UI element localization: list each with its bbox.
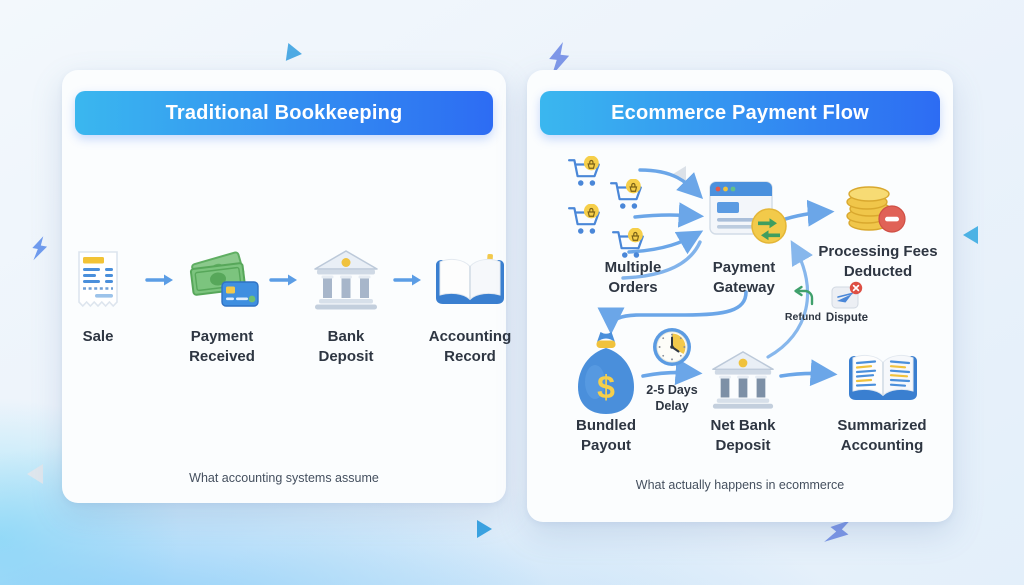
traditional-bookkeeping-card: Traditional Bookkeeping Sale bbox=[62, 70, 511, 503]
traditional-flow: Sale Payment Received bbox=[62, 242, 511, 367]
step-payment-received: Payment Received bbox=[175, 242, 269, 367]
svg-text:$: $ bbox=[597, 369, 615, 405]
open-book-icon bbox=[432, 242, 508, 318]
step-sale: Sale bbox=[51, 242, 145, 347]
traditional-header: Traditional Bookkeeping bbox=[75, 91, 493, 135]
step-label: Payment Received bbox=[189, 328, 255, 365]
dispute-icon bbox=[831, 281, 864, 315]
payment-gateway-label: Payment Gateway bbox=[712, 259, 776, 296]
ecommerce-footer-note: What actually happens in ecommerce bbox=[635, 478, 845, 492]
refund-icon bbox=[789, 285, 817, 314]
dispute-label: Dispute bbox=[825, 312, 869, 324]
step-label: Sale bbox=[82, 328, 114, 345]
processing-fees-label: Processing Fees Deducted bbox=[818, 243, 938, 280]
processing-fees-icon bbox=[843, 176, 909, 241]
step-label: Accounting Record bbox=[428, 328, 512, 365]
bundled-payout-label: Bundled Payout bbox=[576, 417, 636, 454]
cart-icon bbox=[612, 228, 644, 258]
step-bank-deposit: Bank Deposit bbox=[299, 242, 393, 367]
net-bank-deposit-label: Net Bank Deposit bbox=[710, 417, 776, 454]
traditional-footer-note: What accounting systems assume bbox=[189, 471, 379, 485]
refund-label: Refund bbox=[784, 311, 822, 323]
step-accounting-record: Accounting Record bbox=[423, 242, 517, 367]
lightning-icon bbox=[32, 236, 48, 261]
delay-label: 2-5 Days Delay bbox=[646, 383, 698, 414]
net-bank-deposit-icon bbox=[709, 348, 777, 417]
cash-card-icon bbox=[184, 242, 260, 318]
cart-icon bbox=[568, 204, 600, 234]
bundled-payout-icon: $ bbox=[574, 330, 638, 421]
bank-icon bbox=[311, 242, 381, 318]
triangle-icon bbox=[963, 226, 978, 244]
payment-gateway-icon bbox=[708, 180, 788, 251]
multiple-orders-node bbox=[563, 154, 689, 266]
flow-arrow-icon bbox=[393, 273, 423, 292]
multiple-orders-label: Multiple Orders bbox=[604, 259, 662, 296]
ecommerce-header: Ecommerce Payment Flow bbox=[540, 91, 940, 135]
lightning-icon bbox=[549, 41, 570, 76]
triangle-icon bbox=[27, 464, 43, 484]
cart-icon bbox=[610, 179, 642, 209]
flow-arrow-icon bbox=[269, 273, 299, 292]
ecommerce-payment-flow-card: Ecommerce Payment Flow bbox=[527, 70, 953, 522]
receipt-icon bbox=[75, 242, 121, 318]
traditional-title: Traditional Bookkeeping bbox=[165, 101, 403, 124]
summarized-accounting-icon bbox=[845, 346, 921, 411]
lightning-icon bbox=[824, 520, 851, 542]
cart-icon bbox=[568, 156, 600, 186]
triangle-icon bbox=[285, 43, 304, 63]
ecommerce-title: Ecommerce Payment Flow bbox=[611, 101, 869, 124]
step-label: Bank Deposit bbox=[318, 328, 374, 365]
flow-arrow-icon bbox=[145, 273, 175, 292]
summarized-accounting-label: Summarized Accounting bbox=[837, 417, 927, 454]
triangle-icon bbox=[477, 520, 492, 538]
delay-clock-icon bbox=[651, 326, 693, 373]
